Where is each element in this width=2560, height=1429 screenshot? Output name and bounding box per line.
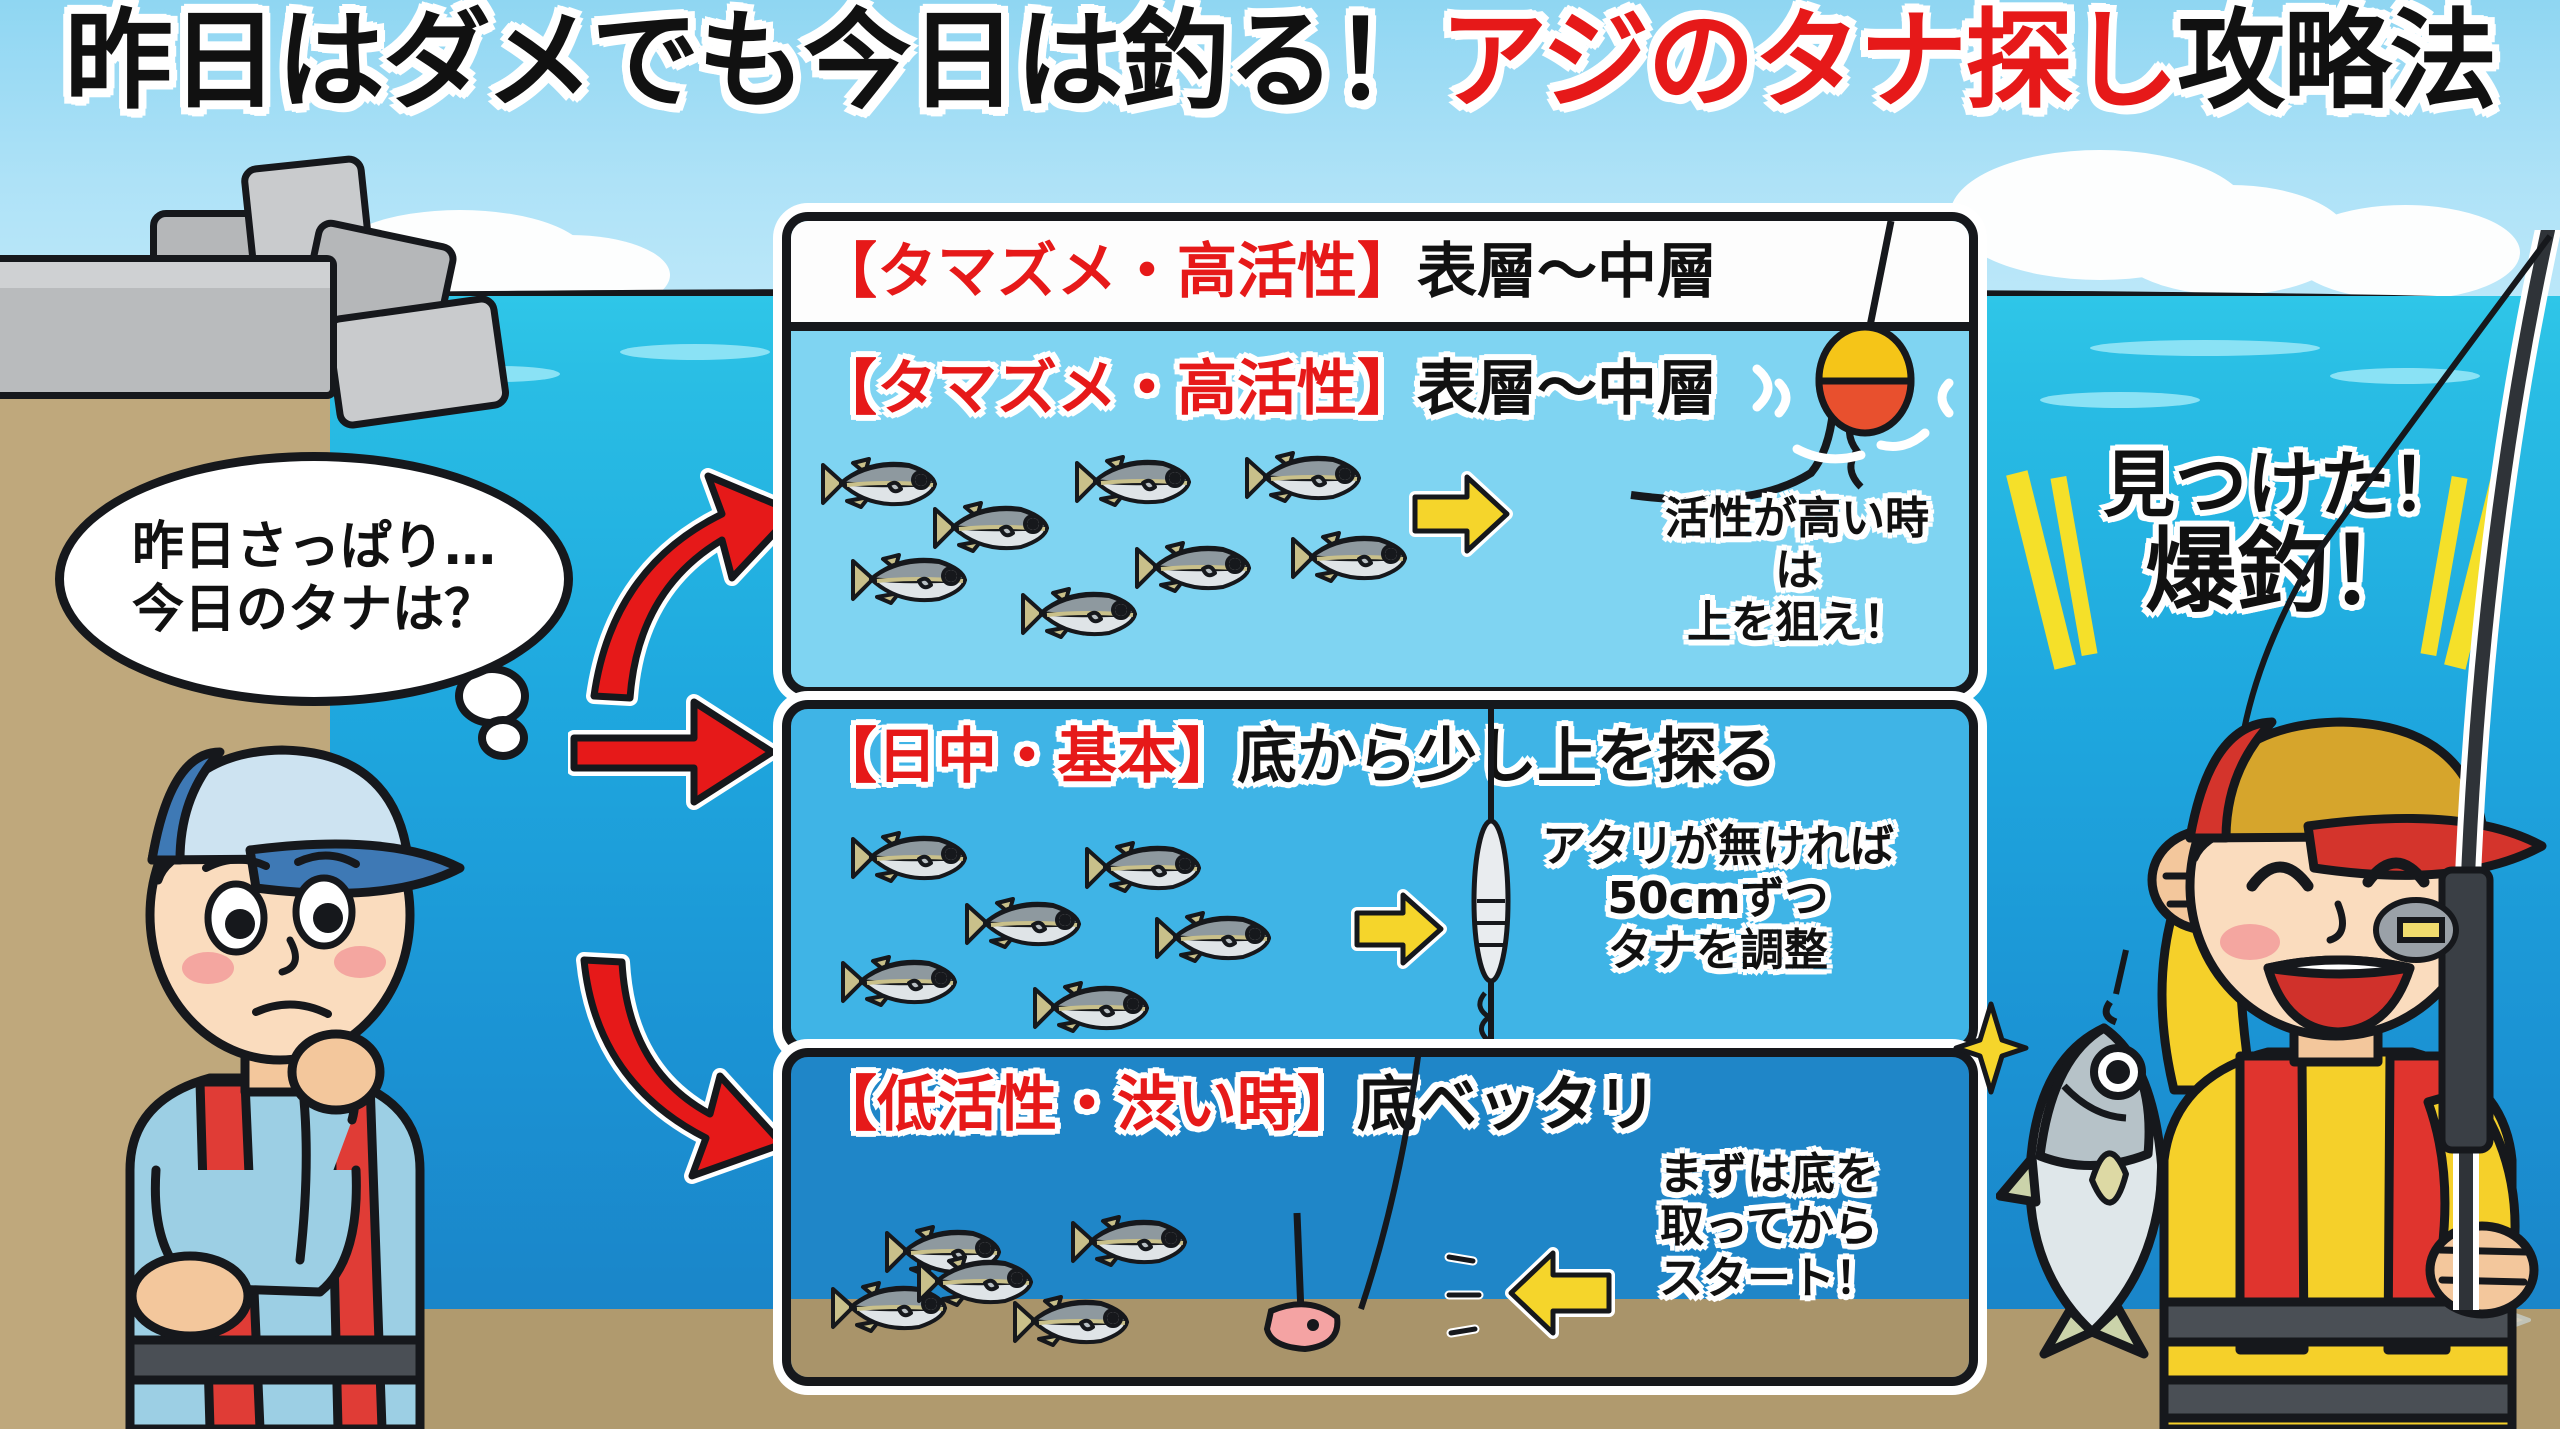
- bottom-rig-p3: [1201, 1057, 1491, 1377]
- yellow-arrow-p1: [1409, 471, 1513, 561]
- bubble-tail-small: [478, 716, 528, 760]
- fish-p1-6: [1131, 539, 1257, 597]
- bubble-line-2: 今日のタナは？: [131, 580, 496, 640]
- fish-p2-4: [1151, 909, 1277, 967]
- bubble-line-1: 昨日さっぱり…: [131, 516, 496, 577]
- fish-p1-2: [929, 499, 1055, 557]
- yellow-arrow-p3: [1505, 1245, 1615, 1345]
- puzzled-angler: [60, 700, 480, 1429]
- panel1-header-body: 表層〜中層: [1417, 354, 1717, 424]
- float-rig-p1: [1561, 221, 1961, 685]
- panel2-header-tag: 【日中・基本】: [817, 722, 1237, 792]
- panel-daytime-basic: 【日中・基本】底から少し上を探る アタリが無ければ 50cmずつ タナを: [782, 700, 1978, 1054]
- panel2-note-line3: タナを調整: [1608, 924, 1828, 976]
- panel1-note: 活性が高い時は 上を狙え！: [1647, 493, 1947, 649]
- panel1-banner-body: 表層〜中層: [1417, 236, 1717, 307]
- wavelet-4: [620, 344, 770, 360]
- fish-p3-4: [1009, 1293, 1135, 1351]
- fish-p1-3: [847, 551, 973, 609]
- panel-twilight-high-activity: 【タマズメ・高活性】表層〜中層 【タマズメ・高活性】表層〜中層: [782, 212, 1978, 696]
- fish-p2-1: [847, 829, 973, 887]
- sparkle-1: [1952, 1000, 2030, 1100]
- fish-p1-5: [1071, 453, 1197, 511]
- fish-p2-3: [961, 895, 1087, 953]
- fish-p1-7: [1241, 449, 1367, 507]
- panel3-note: まずは底を 取ってから スタート！: [1609, 1149, 1929, 1305]
- thought-bubble: 昨日さっぱり… 今日のタナは？: [55, 452, 573, 706]
- fish-p3-2: [1067, 1213, 1193, 1271]
- panel1-banner-tag: 【タマズメ・高活性】: [817, 236, 1417, 307]
- tetrapod-4: [322, 293, 512, 431]
- panel2-header-body: 底から少し上を探る: [1237, 722, 1777, 792]
- panel3-seabed: [791, 1299, 1969, 1377]
- panel-low-activity: 【低活性・渋い時】底ベッタリ: [782, 1048, 1978, 1386]
- wavelet-3: [2040, 392, 2200, 408]
- fish-p1-1: [817, 455, 943, 513]
- fish-p2-5: [837, 953, 963, 1011]
- panel2-note: アタリが無ければ 50cmずつ タナを調整: [1503, 821, 1933, 977]
- title-black-tail: 攻略法: [2177, 0, 2497, 124]
- panel1-header: 【タマズメ・高活性】表層〜中層: [817, 359, 1717, 419]
- fishing-rod: [2370, 217, 2560, 1323]
- red-arrow-to-panel1: [572, 468, 802, 712]
- fish-p2-6: [1029, 979, 1155, 1037]
- fish-p1-8: [1287, 529, 1413, 587]
- panel1-note-line1: 活性が高い時は: [1665, 493, 1929, 596]
- panel1-banner: 【タマズメ・高活性】表層〜中層: [791, 221, 1969, 331]
- panel3-header: 【低活性・渋い時】底ベッタリ: [817, 1075, 1657, 1135]
- pier-wall: [0, 255, 337, 399]
- title-black-part: 昨日はダメでも今日は釣る！: [64, 0, 1442, 124]
- panel1-note-line2: 上を狙え！: [1687, 596, 1907, 648]
- sabiki-rig-p2: [1411, 709, 1571, 1045]
- motion-lines-p3: [1439, 1247, 1509, 1361]
- panel3-note-line3: スタート！: [1659, 1252, 1879, 1304]
- panel3-note-line1: まずは底を: [1659, 1149, 1879, 1200]
- panel1-header-tag: 【タマズメ・高活性】: [817, 354, 1417, 424]
- wavelet-1: [2090, 340, 2320, 356]
- panel3-note-line2: 取ってから: [1660, 1200, 1878, 1252]
- panel2-note-line1: アタリが無ければ: [1542, 821, 1894, 872]
- red-arrow-to-panel2: [566, 690, 780, 819]
- fish-p1-4: [1017, 585, 1143, 643]
- panel2-note-line2: 50cmずつ: [1607, 872, 1829, 924]
- fish-p3-5: [913, 1253, 1039, 1311]
- title-red-part: アジのタナ探し: [1439, 0, 2180, 124]
- panel1-banner-text: 【タマズメ・高活性】表層〜中層: [817, 242, 1717, 302]
- yellow-arrow-p2: [1351, 889, 1447, 973]
- fish-p2-2: [1081, 839, 1207, 897]
- page-title: 昨日はダメでも今日は釣る！アジのタナ探し攻略法: [0, 8, 2560, 116]
- red-arrow-to-panel3: [568, 952, 808, 1204]
- panel2-header: 【日中・基本】底から少し上を探る: [817, 727, 1777, 787]
- panel3-header-tag: 【低活性・渋い時】: [817, 1070, 1357, 1140]
